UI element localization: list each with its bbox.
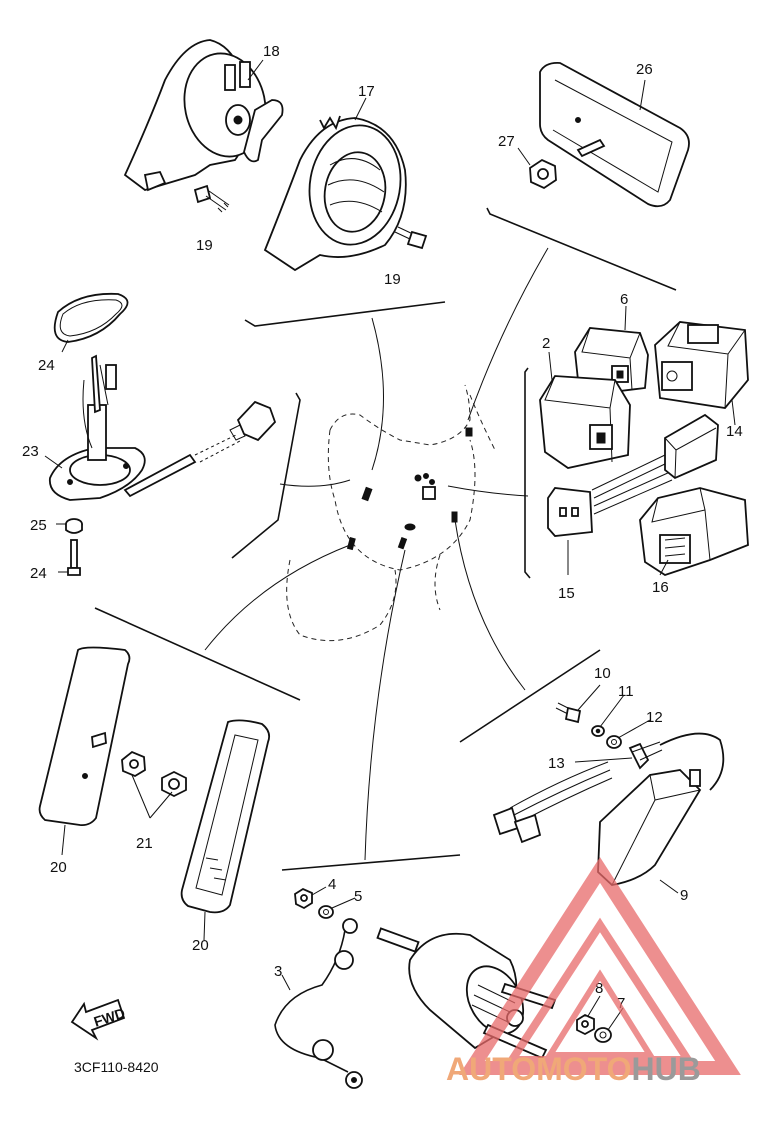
callout-22: 23 xyxy=(22,443,39,460)
callout-27: 27 xyxy=(498,133,515,150)
callout-2: 2 xyxy=(542,335,550,352)
washer-11 xyxy=(591,725,605,737)
reflector-20-left xyxy=(38,646,131,827)
group-lines xyxy=(94,207,677,871)
fwd-arrow: FWD xyxy=(70,998,127,1041)
collar-13 xyxy=(628,742,650,770)
nut-21-b xyxy=(161,770,187,798)
callout-21: 21 xyxy=(136,835,153,852)
callout-24: 24 xyxy=(30,565,47,582)
callout-16: 16 xyxy=(652,579,669,596)
nut-27 xyxy=(529,158,557,190)
callout-3: 3 xyxy=(274,963,282,980)
callout-9: 9 xyxy=(680,887,688,904)
fuel-sender-22 xyxy=(48,354,277,501)
bolt-10 xyxy=(555,702,582,724)
screw-24 xyxy=(67,539,81,576)
callout-18: 18 xyxy=(263,43,280,60)
unit-14 xyxy=(654,321,749,409)
callout-14: 14 xyxy=(726,423,743,440)
relay-6 xyxy=(574,327,649,395)
watermark-logo xyxy=(459,857,741,1075)
motorcycle-outline xyxy=(286,384,496,642)
callout-15: 15 xyxy=(558,585,575,602)
svg-text:AUTOMOTOHUB: AUTOMOTOHUB xyxy=(446,1051,701,1087)
callout-20b: 20 xyxy=(192,937,209,954)
bolt-19-left xyxy=(193,184,230,213)
washer-12 xyxy=(606,735,622,749)
callout-11: 11 xyxy=(618,683,634,700)
washer-25 xyxy=(65,518,83,534)
cable-3 xyxy=(274,918,363,1089)
callout-8: 8 xyxy=(595,980,603,997)
callout-13: 13 xyxy=(548,755,565,772)
diagram-code: 3CF110-8420 xyxy=(74,1059,159,1075)
callout-20a: 20 xyxy=(50,859,67,876)
horn-17 xyxy=(263,115,407,272)
starter-relay xyxy=(376,927,557,1060)
callout-12: 12 xyxy=(646,709,663,726)
washer-5 xyxy=(318,905,334,919)
bolt-19-right xyxy=(394,226,428,250)
callout-19b: 19 xyxy=(384,271,401,288)
callout-17: 17 xyxy=(358,83,375,100)
watermark-part-3: HUB xyxy=(631,1051,700,1087)
callout-4: 4 xyxy=(328,876,336,893)
callout-23: 24 xyxy=(38,357,55,374)
nut-8 xyxy=(576,1013,595,1036)
watermark-text: AUTOMOTOHUB xyxy=(446,1051,701,1087)
callout-5: 5 xyxy=(354,888,362,905)
connector-15 xyxy=(547,413,719,537)
reflector-26 xyxy=(539,62,690,208)
reflector-20-right xyxy=(180,719,271,914)
callout-25: 25 xyxy=(30,517,47,534)
watermark-part-1: AUTO xyxy=(446,1051,536,1087)
nut-4 xyxy=(294,887,313,910)
gasket-23 xyxy=(53,292,129,343)
callout-19a: 19 xyxy=(196,237,213,254)
rectifier-9 xyxy=(492,732,725,886)
watermark-part-2: MOTO xyxy=(536,1051,631,1087)
callout-10: 10 xyxy=(594,665,611,682)
washer-7 xyxy=(594,1027,612,1043)
connector-16 xyxy=(639,487,749,576)
relay-2 xyxy=(539,375,631,469)
horn-18 xyxy=(123,39,284,192)
callout-26: 26 xyxy=(636,61,653,78)
callout-leaders xyxy=(44,59,736,1031)
nut-21-a xyxy=(121,750,146,778)
callout-6: 6 xyxy=(620,291,628,308)
